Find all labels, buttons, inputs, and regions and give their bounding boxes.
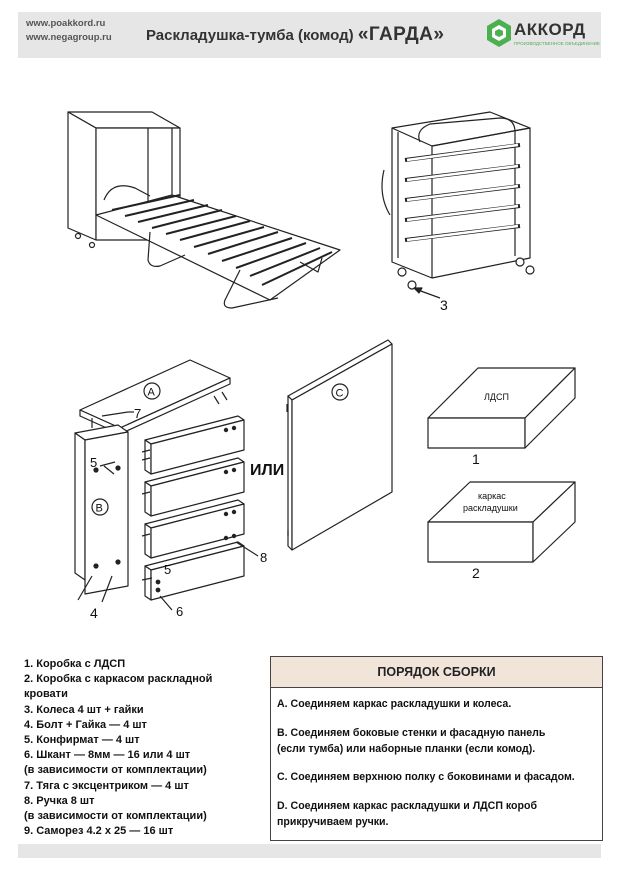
step-line: B. Соединяем боковые стенки и фасадную п… — [277, 727, 546, 739]
assembly-order-box: ПОРЯДОК СБОРКИ A. Соединяем каркас раскл… — [270, 656, 603, 841]
parts-list-item: 7. Тяга с эксцентриком — 4 шт — [24, 779, 189, 792]
title-prefix: Раскладушка-тумба (комод) — [146, 27, 358, 44]
box-2-number: 2 — [472, 565, 480, 581]
parts-list-item: (в зависимости от комплектации) — [24, 810, 207, 823]
footer-bar — [18, 844, 601, 858]
box-1-number: 1 — [472, 451, 480, 467]
parts-list-item: 1. Коробка с ЛДСП — [24, 658, 126, 670]
parts-list-item: 8. Ручка 8 шт — [24, 794, 95, 807]
folded-bed-illustration — [381, 111, 535, 299]
box-2-bed-frame — [427, 481, 576, 563]
brand-logo: АККОРД ПРОИЗВОДСТВЕННОЕ ОБЪЕДИНЕНИЕ — [486, 18, 600, 52]
parts-list-item: 6. Шкант — 8мм — 16 или 4 шт — [24, 749, 191, 762]
wheel-icon — [515, 257, 525, 267]
side-panel-b — [74, 424, 129, 595]
label-c: C — [336, 388, 344, 400]
wheel-icon — [407, 280, 417, 290]
parts-list-item: 3. Колеса 4 шт + гайки — [24, 703, 144, 716]
assembly-heading: ПОРЯДОК СБОРКИ — [271, 657, 602, 688]
label-8: 8 — [260, 550, 267, 565]
box-1-ldsp — [427, 367, 576, 449]
unfolded-bed-illustration — [67, 111, 341, 309]
website-link-negagroup[interactable]: www.negagroup.ru — [26, 32, 112, 43]
logo-name: АККОРД — [514, 20, 586, 39]
label-5-top: 5 — [90, 455, 97, 470]
title-product-name: «ГАРДА» — [357, 24, 445, 45]
label-6: 6 — [176, 604, 183, 619]
parts-list-item: 5. Конфирмат — 4 шт — [24, 734, 140, 747]
label-5-bottom: 5 — [164, 562, 171, 577]
parts-list-item: 4. Болт + Гайка — 4 шт — [24, 718, 147, 731]
label-4: 4 — [90, 605, 98, 621]
logo-cube-icon — [487, 19, 511, 47]
parts-list-item: кровати — [24, 688, 68, 701]
assembly-step-a: A. Соединяем каркас раскладушки и колеса… — [277, 697, 511, 713]
or-label: ИЛИ — [250, 462, 284, 479]
assembly-step-d: D. Соединяем каркас раскладушки и ЛДСП к… — [277, 799, 537, 830]
parts-list-item: (в зависимости от комплектации) — [24, 764, 207, 777]
header-bar: www.poakkord.ru www.negagroup.ru Расклад… — [18, 12, 601, 58]
wheel-icon — [397, 267, 407, 277]
website-link-poakkord[interactable]: www.poakkord.ru — [26, 18, 106, 29]
label-3: 3 — [440, 297, 448, 313]
label-7: 7 — [134, 406, 141, 421]
parts-list-item: 9. Саморез 4.2 х 25 — 16 шт — [24, 825, 174, 838]
facade-panel-c — [286, 339, 393, 551]
page-title: Раскладушка-тумба (комод) «ГАРДА» — [146, 24, 444, 46]
box-1-text: ЛДСП — [484, 392, 509, 402]
step-line: C. Соединяем верхнюю полку с боковинами … — [277, 771, 575, 783]
assembly-step-c: C. Соединяем верхнюю полку с боковинами … — [277, 770, 575, 786]
parts-list: 1. Коробка с ЛДСП 2. Коробка с каркасом … — [24, 657, 264, 839]
step-line: A. Соединяем каркас раскладушки и колеса… — [277, 698, 512, 710]
drawer-front-strips — [141, 391, 259, 601]
label-a: A — [148, 387, 156, 399]
step-line: D. Соединяем каркас раскладушки и ЛДСП к… — [277, 800, 537, 812]
parts-list-item: 2. Коробка с каркасом раскладной — [24, 673, 213, 686]
step-line: (если тумба) или наборные планки (если к… — [277, 742, 536, 755]
box-2-text-line2: раскладушки — [463, 503, 518, 513]
assembly-step-b: B. Соединяем боковые стенки и фасадную п… — [277, 726, 545, 757]
assembly-diagram: 3 A B C 7 5 5 4 6 8 ИЛИ ЛДСП 1 каркас ра… — [67, 111, 576, 621]
box-2-text-line1: каркас — [478, 491, 506, 501]
logo-subtitle: ПРОИЗВОДСТВЕННОЕ ОБЪЕДИНЕНИЕ — [514, 41, 600, 46]
label-b: B — [96, 503, 103, 515]
wheel-icon — [525, 265, 535, 275]
step-line: прикручиваем ручки. — [277, 815, 389, 828]
